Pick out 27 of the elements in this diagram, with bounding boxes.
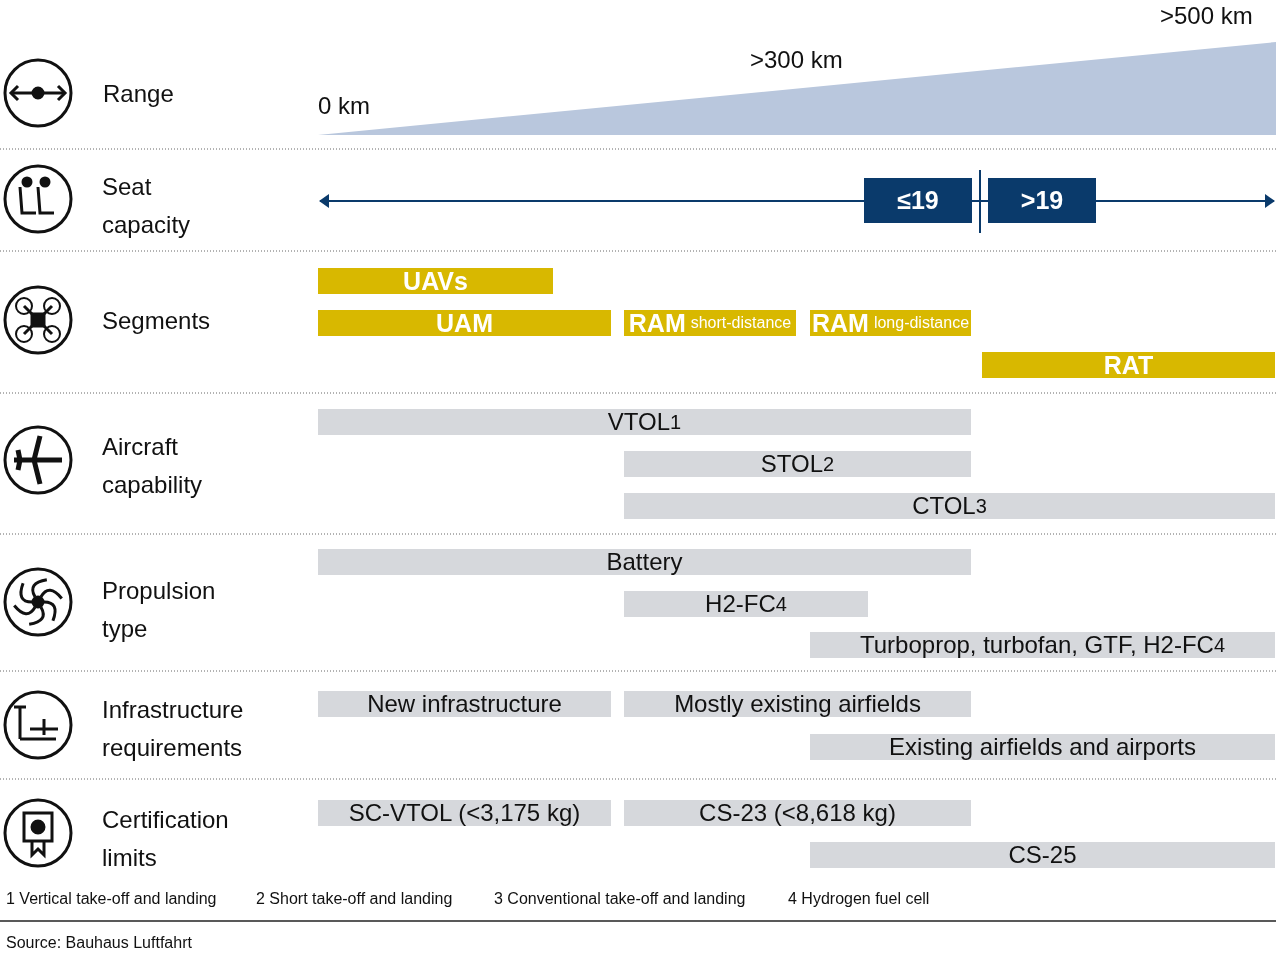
footnote: 2 Short take-off and landing (256, 890, 453, 908)
segment-bar: RAT (982, 352, 1275, 378)
propulsion-bar: Battery (318, 549, 971, 575)
axis-label: >500 km (1160, 2, 1253, 30)
segment-bar: UAVs (318, 268, 553, 294)
row-label: Certification limits (102, 805, 230, 873)
seat-range-box: >19 (988, 178, 1096, 223)
axis-label: >300 km (750, 46, 843, 74)
certification-bar: CS-23 (<8,618 kg) (624, 800, 971, 826)
infrastructure-bar: Existing airfields and airports (810, 734, 1275, 760)
source-note: Source: Bauhaus Luftfahrt (6, 934, 192, 952)
infrastructure-bar: Mostly existing airfields (624, 691, 971, 717)
row-label: Propulsion type (102, 576, 217, 644)
row-label: Range (103, 80, 174, 108)
footnote: 3 Conventional take-off and landing (494, 890, 746, 908)
segment-bar: UAM (318, 310, 611, 336)
row-label: Aircraft capability (102, 432, 204, 500)
certification-bar: SC-VTOL (<3,175 kg) (318, 800, 611, 826)
certification-bar: CS-25 (810, 842, 1275, 868)
row-label: Infrastructure requirements (102, 695, 245, 763)
seat-range-box: ≤19 (864, 178, 972, 223)
footnote: 1 Vertical take-off and landing (6, 890, 217, 908)
axis-label: 0 km (318, 92, 370, 120)
row-label: Seat capacity (102, 172, 192, 240)
infrastructure-bar: New infrastructure (318, 691, 611, 717)
footnote: 4 Hydrogen fuel cell (788, 890, 930, 908)
row-label: Segments (102, 307, 211, 335)
